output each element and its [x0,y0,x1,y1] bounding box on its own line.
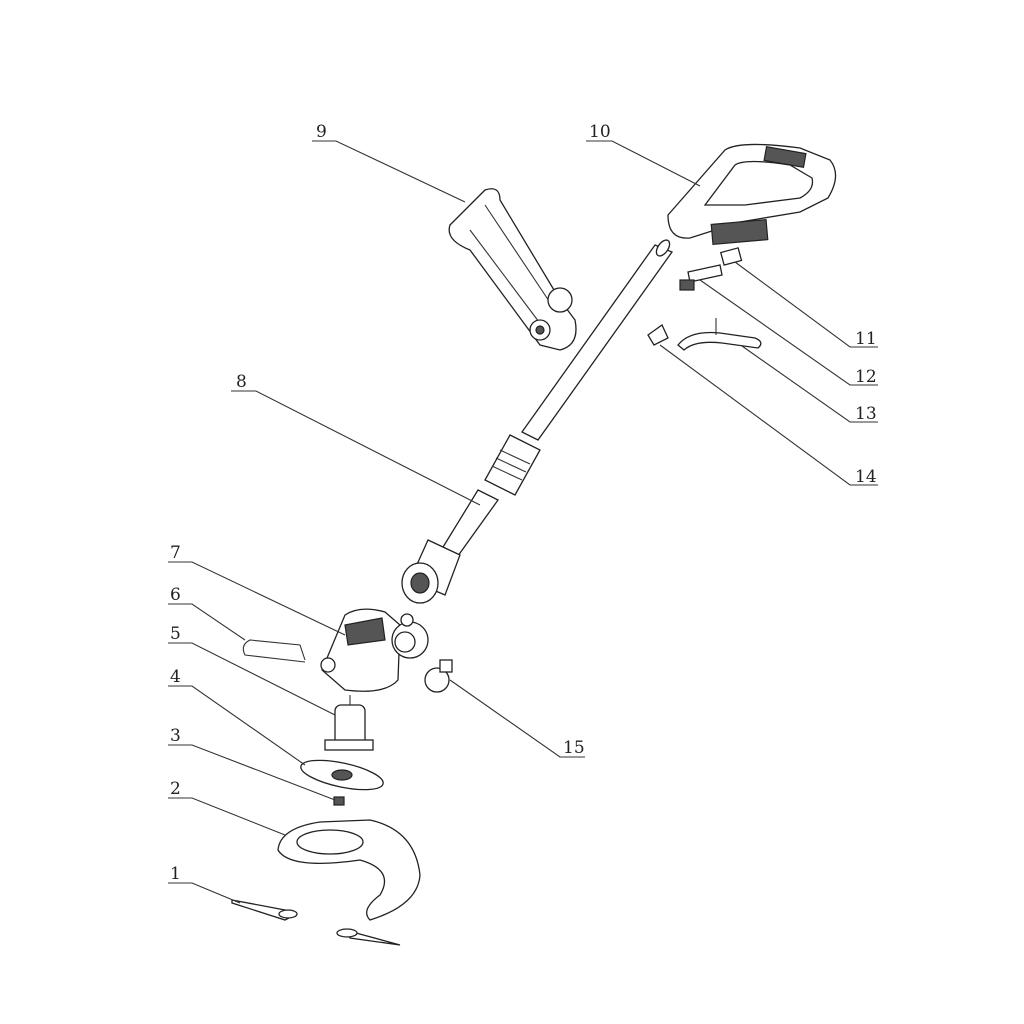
callout-3: 3 [170,726,181,746]
callout-4: 4 [170,667,181,687]
callout-9: 9 [316,122,327,142]
part-blades [231,899,401,946]
callout-8: 8 [236,372,247,392]
callout-5: 5 [170,624,181,644]
callout-15: 15 [563,738,585,758]
part-lock-off [647,324,669,346]
callout-1: 1 [170,864,181,884]
part-main-handle [667,143,837,246]
part-switch [719,247,743,266]
callout-10: 10 [589,122,611,142]
part-edge-guide [242,639,306,663]
callout-12: 12 [855,367,877,387]
callout-14: 14 [855,467,877,487]
part-shaft [401,239,674,604]
callout-11: 11 [855,329,877,349]
part-switch-plate [679,264,723,291]
callout-13: 13 [855,404,877,424]
part-trigger [677,318,762,351]
callout-6: 6 [170,585,181,605]
part-motor-housing [320,608,429,692]
callouts [168,140,878,904]
part-aux-handle [448,188,577,351]
callout-2: 2 [170,779,181,799]
part-pivot-knob [424,659,453,693]
callout-7: 7 [170,543,181,563]
part-guard [277,819,421,921]
part-hub-nut [333,796,345,806]
part-motor [324,695,374,751]
part-blade-disc [300,759,384,791]
